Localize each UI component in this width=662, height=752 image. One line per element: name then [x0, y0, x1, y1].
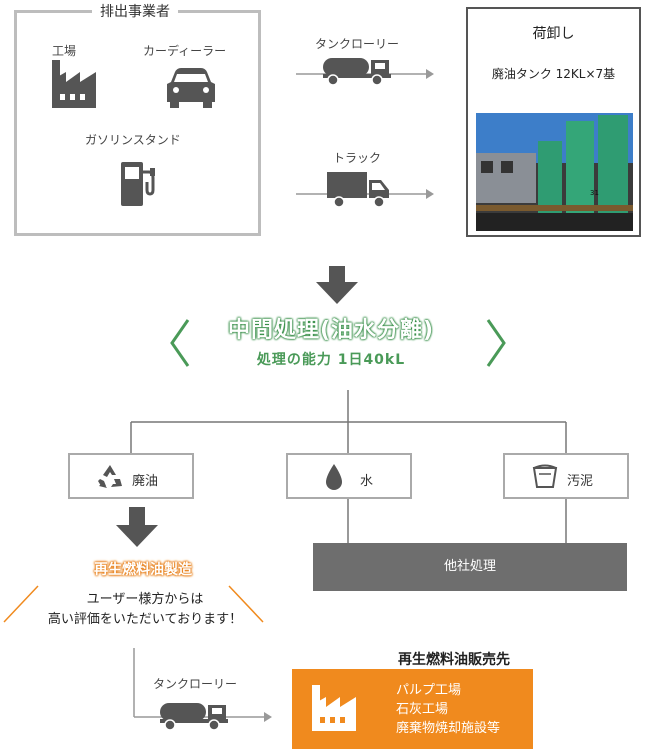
destination-box: パルプ工場 石灰工場 廃棄物焼却施設等 [292, 669, 533, 749]
car-dealer-label: カーディーラー [143, 44, 227, 58]
recycle-icon [98, 465, 122, 488]
destination-item: 石灰工場 [396, 702, 449, 717]
regen-desc: ユーザー様方からは 高い評価をいただいております！ [0, 590, 290, 630]
factory-icon-white [312, 685, 356, 731]
tanker-label: タンクローリー [315, 37, 400, 51]
destination-items: パルプ工場 石灰工場 廃棄物焼却施設等 [396, 681, 500, 738]
regen-desc-line2: 高い評価をいただいております！ [47, 612, 243, 627]
process-capacity: 処理の能力 1日40kL [256, 352, 406, 368]
chevron-right-icon [486, 319, 506, 367]
down-arrow-2 [116, 507, 158, 547]
regen-slash-lines [3, 585, 264, 623]
destination-item: パルプ工場 [396, 683, 462, 698]
gas-station-label: ガソリンスタンド [85, 133, 181, 147]
output-water: 水 [286, 453, 412, 499]
bucket-icon [532, 464, 558, 488]
output-waste-oil: 廃油 [68, 453, 194, 499]
bottom-tanker-icon [160, 703, 228, 731]
output-label-water: 水 [360, 474, 374, 489]
unload-subtitle: 廃油タンク 12KL×7基 [491, 67, 616, 81]
branch-lines [130, 390, 567, 543]
source-title: 排出事業者 [92, 1, 178, 21]
truck-icon [327, 172, 389, 208]
tank-photo: 31 [476, 113, 633, 231]
output-label-sludge: 汚泥 [567, 474, 594, 489]
bottom-tanker-label: タンクローリー [153, 677, 238, 691]
gas-pump-icon [121, 162, 155, 206]
destination-item: 廃棄物焼却施設等 [396, 721, 501, 736]
other-company-bar: 他社処理 [313, 543, 627, 591]
unload-title: 荷卸し [532, 26, 575, 42]
regen-desc-line1: ユーザー様方からは [86, 592, 204, 607]
car-icon [167, 68, 215, 108]
water-drop-icon [326, 464, 342, 490]
output-label-oil: 廃油 [132, 474, 159, 489]
output-sludge: 汚泥 [503, 453, 629, 499]
process-title-text: 中間処理(油水分離) [227, 318, 435, 343]
factory-icon [52, 60, 96, 108]
regen-title: 再生燃料油製造 [94, 562, 192, 578]
chevron-left-icon [170, 319, 190, 367]
tanker-truck-icon [323, 58, 391, 86]
destination-heading: 再生燃料油販売先 [398, 652, 510, 668]
truck-label: トラック [333, 151, 382, 165]
unload-box: 荷卸し 廃油タンク 12KL×7基 31 [466, 7, 641, 237]
down-arrow-1 [316, 266, 358, 304]
factory-label: 工場 [52, 44, 77, 58]
svg-text:31: 31 [590, 189, 599, 197]
process-title: 中間処理(油水分離) [0, 312, 662, 344]
